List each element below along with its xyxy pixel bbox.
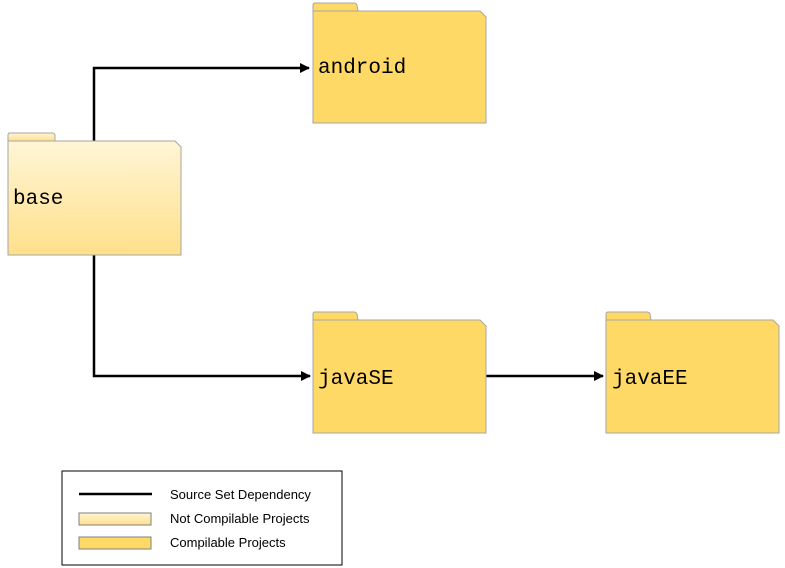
edge-base-to-javase (92, 255, 311, 381)
legend: Source Set Dependency Not Compilable Pro… (61, 470, 343, 566)
legend-label-compilable: Compilable Projects (170, 535, 286, 550)
legend-label-not-compilable: Not Compilable Projects (170, 511, 310, 526)
folder-body (605, 319, 780, 434)
folder-body (312, 319, 487, 434)
edge-base-to-android (92, 63, 310, 141)
folder-icon (312, 2, 359, 12)
folder-javaee[interactable]: javaEE (605, 311, 780, 434)
folder-label-javaee: javaEE (612, 368, 688, 391)
folder-icon (605, 311, 652, 321)
folder-label-base: base (13, 188, 63, 211)
folder-body (7, 140, 182, 256)
folder-icon (312, 311, 359, 321)
folder-icon (7, 132, 56, 142)
folder-base[interactable]: base (7, 132, 182, 256)
legend-not-compilable-swatch (78, 512, 152, 526)
edges (92, 63, 604, 381)
folder-label-javase: javaSE (318, 368, 394, 391)
folder-body (312, 10, 487, 124)
folder-android[interactable]: android (312, 2, 487, 124)
legend-label-dependency: Source Set Dependency (170, 487, 311, 502)
legend-compilable-swatch (78, 536, 152, 550)
folder-label-android: android (318, 57, 406, 80)
folder-javase[interactable]: javaSE (312, 311, 487, 434)
